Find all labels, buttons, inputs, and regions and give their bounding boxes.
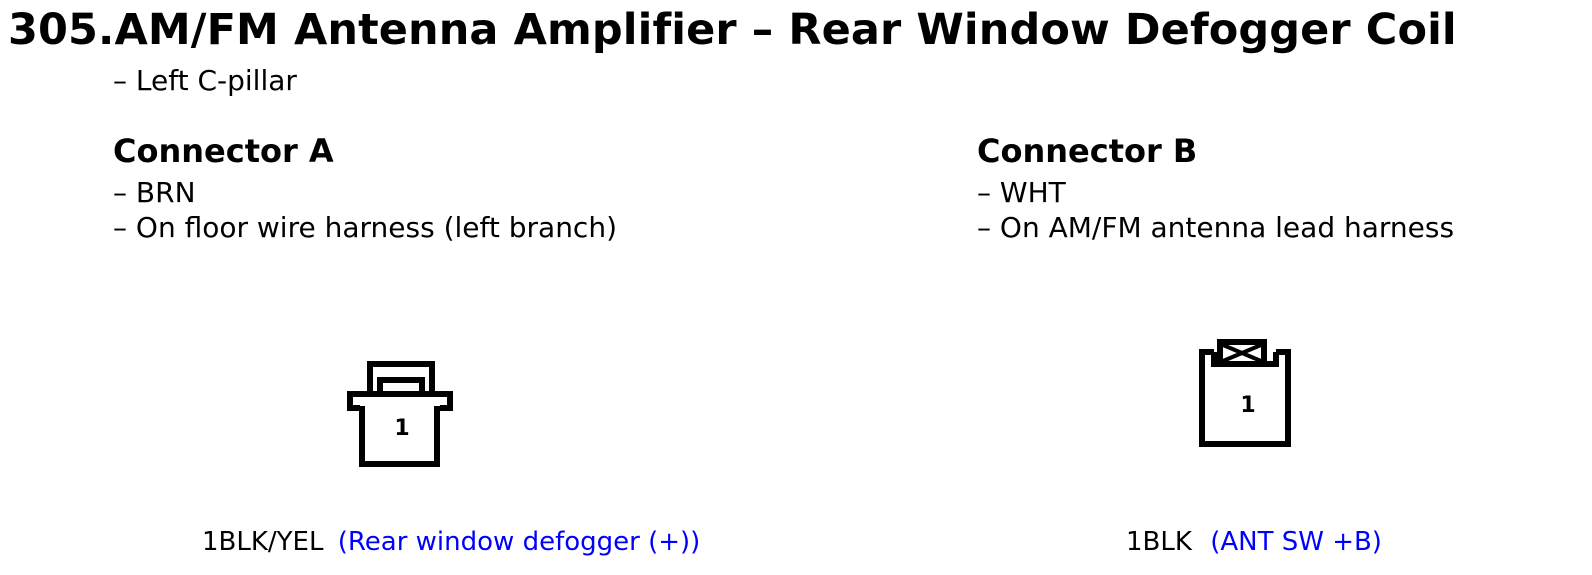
connector-a-heading: Connector A xyxy=(113,132,334,170)
connector-b-color: – WHT xyxy=(977,176,1066,209)
connector-a-signal: (Rear window defogger (+)) xyxy=(337,527,701,557)
connector-a-latch xyxy=(367,361,435,392)
connector-b-pin-number: 1 xyxy=(1240,393,1255,418)
connector-a-flange xyxy=(347,391,453,411)
connector-b-diagram: 1 xyxy=(1199,339,1291,447)
connector-b-latch-cross xyxy=(1222,343,1262,363)
connector-a-pin-number: 1 xyxy=(394,416,409,441)
connector-a-latch-inner xyxy=(377,377,425,392)
connector-b-signal: (ANT SW +B) xyxy=(1210,527,1382,557)
connector-b-heading: Connector B xyxy=(977,132,1198,170)
connector-b-pin-row: 1BLK (ANT SW +B) xyxy=(1126,526,1382,558)
connector-a-diagram: 1 xyxy=(347,361,453,467)
connector-a-harness: – On floor wire harness (left branch) xyxy=(113,211,617,244)
connector-b-shoulders xyxy=(1211,352,1279,367)
connector-b-wire-color: 1BLK xyxy=(1126,527,1192,557)
page-title: 305.AM/FM Antenna Amplifier – Rear Windo… xyxy=(8,5,1457,55)
connector-a-body xyxy=(359,406,440,467)
connector-a-wire-color: 1BLK/YEL xyxy=(202,527,324,557)
connector-b-harness: – On AM/FM antenna lead harness xyxy=(977,211,1455,244)
connector-a-pin-row: 1BLK/YEL (Rear window defogger (+)) xyxy=(202,526,700,558)
connector-a-color: – BRN xyxy=(113,176,196,209)
location-note: – Left C-pillar xyxy=(113,64,297,97)
connector-b-body xyxy=(1199,349,1291,447)
